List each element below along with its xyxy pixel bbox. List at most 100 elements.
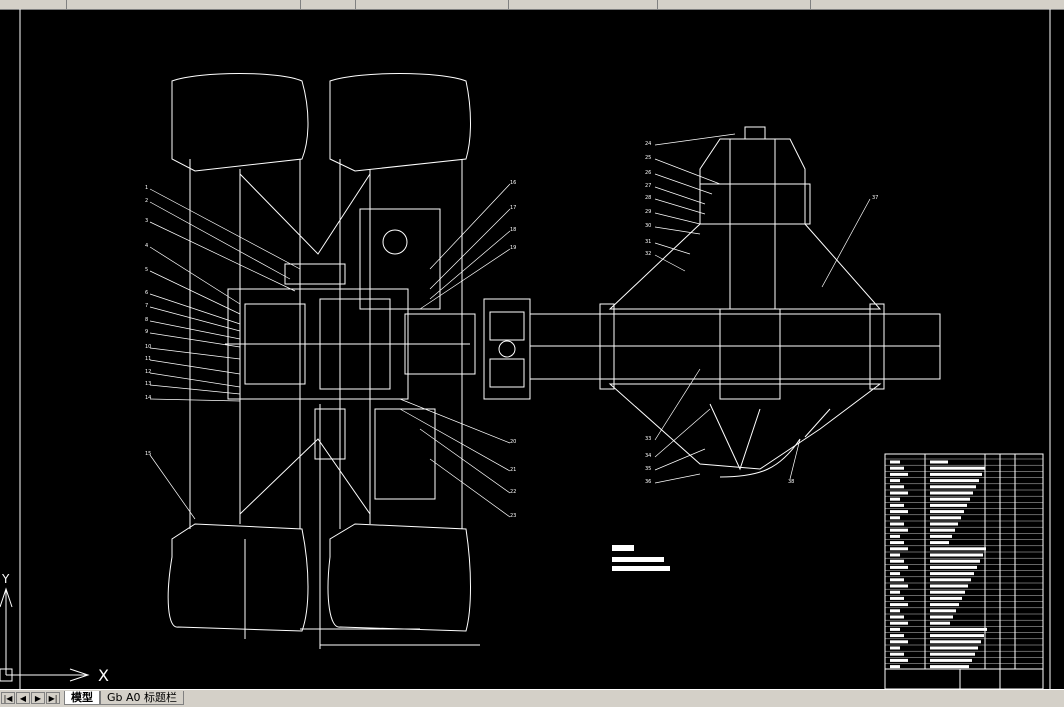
callout-right-23: 23 bbox=[510, 513, 516, 519]
toolbar-separator bbox=[508, 0, 509, 9]
callout-diff-32: 32 bbox=[645, 251, 651, 257]
callout-right-20: 20 bbox=[510, 439, 516, 445]
parts-list-row-code bbox=[890, 578, 904, 582]
ucs-x-label: X bbox=[98, 666, 109, 685]
toolbar-separator bbox=[657, 0, 658, 9]
callout-left-10: 10 bbox=[145, 344, 151, 350]
callout-diff-28: 28 bbox=[645, 195, 651, 201]
parts-list-row-code bbox=[890, 479, 900, 483]
parts-list-row-code bbox=[890, 503, 904, 507]
first-layout-icon[interactable]: |◀ bbox=[1, 692, 15, 704]
parts-list-row-text bbox=[930, 578, 971, 582]
callout-diff-31: 31 bbox=[645, 239, 651, 245]
callout-diff-24: 24 bbox=[645, 141, 651, 147]
leader-lines-right bbox=[399, 183, 511, 518]
parts-list-row-text bbox=[930, 658, 972, 662]
leader-lines-diff bbox=[654, 133, 871, 484]
parts-list-row-text bbox=[930, 472, 982, 476]
callout-left-7: 7 bbox=[145, 303, 148, 309]
callout-left-15: 15 bbox=[145, 451, 151, 457]
parts-list-row-text bbox=[930, 559, 980, 563]
parts-list-row-text bbox=[930, 634, 984, 638]
parts-list-row-code bbox=[890, 658, 908, 662]
parts-list-row-code bbox=[890, 621, 908, 625]
callout-right-16: 16 bbox=[510, 180, 516, 186]
parts-list-row-text bbox=[930, 596, 962, 600]
parts-list-row-code bbox=[890, 615, 904, 619]
callout-diff-34: 34 bbox=[645, 453, 651, 459]
toolbar-separator bbox=[66, 0, 67, 9]
parts-list-row-code bbox=[890, 534, 900, 538]
callout-left-13: 13 bbox=[145, 381, 151, 387]
callout-diff-27: 27 bbox=[645, 183, 651, 189]
parts-list-row-code bbox=[890, 497, 900, 501]
callout-right-19: 19 bbox=[510, 245, 516, 251]
parts-list-row-code bbox=[890, 547, 908, 551]
parts-list-row-code bbox=[890, 553, 900, 557]
ucs-y-label: Y bbox=[1, 572, 10, 586]
parts-list-row-text bbox=[930, 528, 955, 532]
parts-list-row-text bbox=[930, 534, 952, 538]
top-toolbar-strip bbox=[0, 0, 1064, 10]
parts-list-row-text bbox=[930, 615, 953, 619]
parts-list-row-text bbox=[930, 547, 986, 551]
parts-list-row-text bbox=[930, 665, 969, 669]
callout-diff-bottom: 38 bbox=[788, 479, 794, 485]
parts-list-row-code bbox=[890, 596, 904, 600]
parts-list-row-text bbox=[930, 584, 968, 588]
technical-notes bbox=[612, 545, 670, 571]
parts-list-row-code bbox=[890, 634, 904, 638]
parts-list-row-text bbox=[930, 503, 967, 507]
parts-list-row-text bbox=[930, 460, 948, 464]
last-layout-icon[interactable]: ▶| bbox=[46, 692, 60, 704]
parts-list-row-code bbox=[890, 603, 908, 607]
parts-list-row-text bbox=[930, 541, 949, 545]
parts-list-row-code bbox=[890, 485, 904, 489]
callout-left-3: 3 bbox=[145, 218, 148, 224]
parts-list-rows bbox=[885, 458, 1043, 669]
parts-list-row-code bbox=[890, 541, 904, 545]
parts-list-row-text bbox=[930, 466, 985, 470]
callout-right-18: 18 bbox=[510, 227, 516, 233]
parts-list-row-code bbox=[890, 466, 904, 470]
parts-list-row-text bbox=[930, 646, 978, 650]
parts-list-row-text bbox=[930, 565, 977, 569]
parts-list-row-code bbox=[890, 460, 900, 464]
callout-diff-33: 33 bbox=[645, 436, 651, 442]
parts-list-row-code bbox=[890, 491, 908, 495]
parts-list-row-code bbox=[890, 584, 908, 588]
parts-list-row-code bbox=[890, 665, 900, 669]
parts-list-row-text bbox=[930, 553, 983, 557]
parts-list-row-text bbox=[930, 590, 965, 594]
parts-list-row-text bbox=[930, 603, 959, 607]
callout-left-9: 9 bbox=[145, 329, 148, 335]
ucs-icon bbox=[0, 587, 90, 682]
callout-diff-36: 36 bbox=[645, 479, 651, 485]
parts-list-row-text bbox=[930, 572, 974, 576]
callout-left-12: 12 bbox=[145, 369, 151, 375]
leader-lines-left bbox=[149, 188, 301, 520]
callout-diff-right: 37 bbox=[872, 195, 878, 201]
cad-drawing: 1234567891011121314151617181920212223242… bbox=[0, 9, 1051, 699]
parts-list-row-text bbox=[930, 510, 964, 514]
callout-diff-26: 26 bbox=[645, 170, 651, 176]
callout-left-2: 2 bbox=[145, 198, 148, 204]
parts-list-row-text bbox=[930, 479, 979, 483]
parts-list-row-text bbox=[930, 621, 950, 625]
tab-gb-a0-title-block[interactable]: Gb A0 标题栏 bbox=[100, 691, 185, 705]
parts-list-row-code bbox=[890, 646, 900, 650]
callout-right-22: 22 bbox=[510, 489, 516, 495]
parts-list-row-code bbox=[890, 590, 900, 594]
parts-list-row-code bbox=[890, 565, 908, 569]
callout-left-5: 5 bbox=[145, 267, 148, 273]
tab-model[interactable]: 模型 bbox=[64, 691, 100, 705]
layout-tab-bar: |◀ ◀ ▶ ▶| 模型 Gb A0 标题栏 bbox=[0, 689, 1064, 707]
prev-layout-icon[interactable]: ◀ bbox=[16, 692, 30, 704]
parts-list-row-text bbox=[930, 627, 987, 631]
callout-diff-35: 35 bbox=[645, 466, 651, 472]
parts-list-row-code bbox=[890, 472, 908, 476]
parts-list-row-text bbox=[930, 522, 958, 526]
differential-assembly bbox=[529, 126, 941, 478]
next-layout-icon[interactable]: ▶ bbox=[31, 692, 45, 704]
